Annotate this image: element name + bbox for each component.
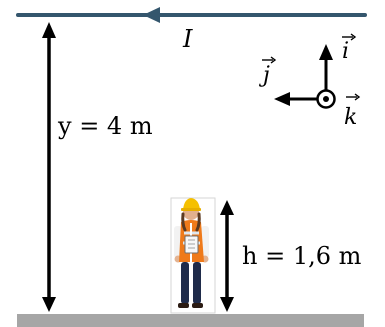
worker-height-arrow bbox=[220, 200, 234, 312]
unit-vectors: i j k bbox=[258, 33, 361, 130]
vector-k-label: k bbox=[344, 105, 357, 130]
k-axis-dot bbox=[323, 96, 329, 102]
construction-worker-icon bbox=[170, 197, 216, 314]
j-arrow-head bbox=[274, 92, 290, 106]
current-label: I bbox=[182, 25, 193, 53]
current-wire bbox=[16, 7, 367, 23]
current-direction-arrow bbox=[143, 7, 160, 23]
wire-height-arrow bbox=[42, 22, 56, 312]
ground bbox=[17, 314, 364, 327]
vector-j-label: j bbox=[258, 63, 270, 88]
wire-height-label: y = 4 m bbox=[57, 112, 153, 140]
worker-height-label: h = 1,6 m bbox=[242, 242, 362, 270]
vector-i-label: i bbox=[342, 39, 349, 64]
i-arrow-head bbox=[319, 44, 333, 60]
